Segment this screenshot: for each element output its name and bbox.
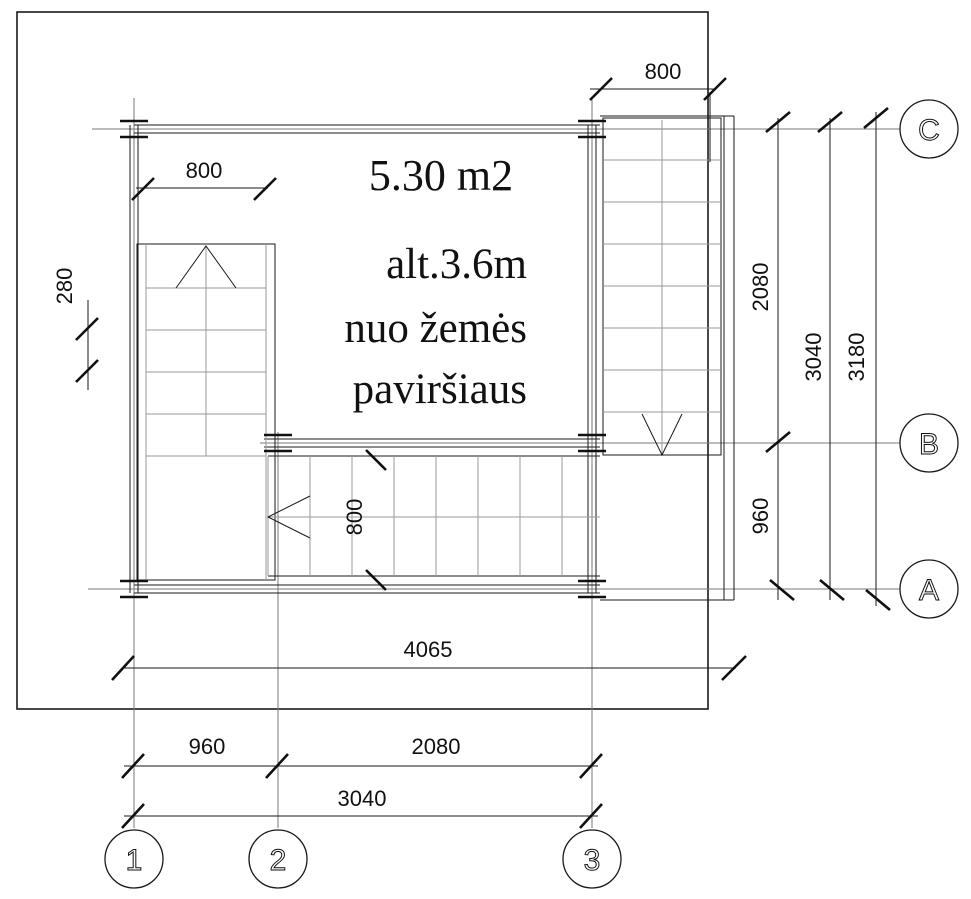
dim-right-b-to-a: 960 (748, 498, 773, 535)
left-stair-flight (136, 243, 276, 581)
dim-col-1-to-3: 3040 (338, 786, 387, 811)
altitude-line-2: nuo žemės (344, 305, 527, 352)
dim-overall-width: 4065 (404, 637, 453, 662)
axis-bubble-2: 2 (248, 829, 308, 889)
altitude-line-3: paviršiaus (353, 366, 527, 413)
axis-bubble-b: B (899, 413, 959, 473)
dim-right-c-to-b: 2080 (748, 263, 773, 312)
axis-bubble-a: A (899, 559, 959, 619)
slab-outline (16, 11, 709, 710)
altitude-line-1: alt.3.6m (386, 241, 527, 288)
axis-label-a: A (919, 574, 939, 607)
dim-right-c-to-a: 3040 (801, 333, 826, 382)
dim-left-offset: 280 (52, 268, 77, 305)
walls (129, 115, 735, 601)
axis-bubble-c: C (899, 99, 959, 159)
dim-left-stair-width: 800 (186, 158, 223, 183)
axis-bubble-1: 1 (104, 829, 164, 889)
dim-col-1-to-2: 960 (189, 734, 226, 759)
dim-right-overall: 3180 (844, 333, 869, 382)
axis-label-b: B (919, 428, 939, 461)
dim-col-2-to-3: 2080 (412, 734, 461, 759)
right-stair-flight (602, 92, 722, 457)
dimension-lines (75, 77, 891, 829)
dim-top-stair-width: 800 (645, 59, 682, 84)
up-arrow-icon (175, 245, 237, 289)
room-area: 5.30 m2 (369, 151, 513, 200)
middle-stair-flight (266, 455, 600, 577)
axis-label-c: C (918, 114, 940, 147)
axis-label-1: 1 (126, 844, 143, 877)
dim-middle-flight-width: 800 (342, 499, 367, 536)
axis-label-2: 2 (270, 844, 287, 877)
axis-grid (88, 98, 900, 828)
axis-label-3: 3 (584, 844, 601, 877)
wall-markers (120, 119, 606, 599)
axis-bubble-3: 3 (562, 829, 622, 889)
left-arrow-icon (266, 495, 311, 539)
down-arrow-icon (641, 413, 683, 457)
